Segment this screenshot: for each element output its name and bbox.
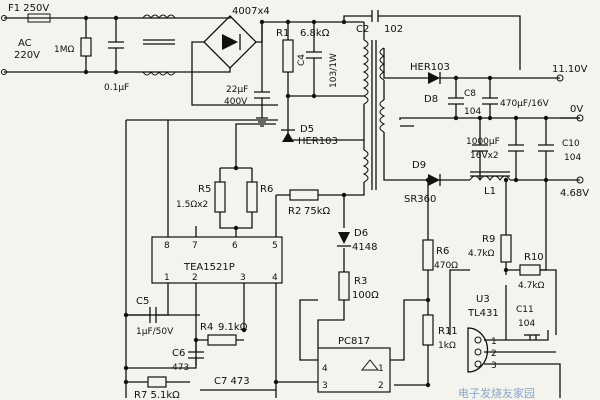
label-r3-val: 100Ω [352,290,379,301]
label-r1: R1 [276,28,289,39]
label-d5-type: HER103 [298,136,338,147]
label-r4: R4 [200,322,213,333]
wires [4,10,580,398]
terminal-ac-l [1,15,7,21]
label-r6: R6 [260,184,273,195]
ic-pin-8: 8 [164,241,170,251]
junction-dots [83,15,549,388]
label-ac-volt: 220V [14,50,40,61]
opto-pin-4: 4 [322,364,328,374]
label-tl431: TL431 [467,308,499,319]
ic-pin-1: 1 [164,273,170,283]
label-c-in: 0.1μF [104,83,129,93]
label-out-11v: 11.10V [552,64,588,75]
label-c10-val: 104 [564,153,581,163]
label-c11-val: 104 [518,319,535,329]
ic-pin-3: 3 [240,273,246,283]
label-r11-val: 1kΩ [438,341,456,351]
label-r10: R10 [524,252,544,263]
label-c8-val: 104 [464,107,481,117]
label-r3: R3 [354,276,367,287]
label-r9-val: 4.7kΩ [468,249,495,259]
label-c-470: 470μF/16V [500,99,550,109]
watermark: 电子发烧友家园 [458,386,535,400]
opto-pin-1: 1 [378,364,384,374]
label-c10: C10 [562,139,580,149]
label-d9: D9 [412,160,426,171]
ic-label: TEA1521P [183,262,235,273]
label-c4-val: 103/1W [329,53,339,88]
label-d9-type: SR360 [404,194,436,205]
label-r5-val: 1.5Ωx2 [176,200,208,210]
label-d8: D8 [424,94,438,105]
label-r9: R9 [482,234,495,245]
label-r6b: R6 [436,246,449,257]
label-c5-val: 1μF/50V [136,327,174,337]
ic-pin-6: 6 [232,241,238,251]
label-d5: D5 [300,124,314,135]
label-c2: C2 [356,24,369,35]
tl431-pin-1: 1 [491,337,497,347]
ic-pin-5: 5 [272,241,278,251]
component-labels: F1 250V AC 220V 1MΩ 0.1μF 4007x4 R1 6.8k… [8,3,589,400]
label-fuse: F1 250V [8,3,49,14]
label-l1: L1 [484,186,496,197]
label-r6b-val: 470Ω [434,261,458,271]
ic-pin-7: 7 [192,241,198,251]
output-terminals [1,15,584,184]
label-c11: C11 [516,305,534,315]
tl431-pin-2: 2 [491,349,497,359]
diode-symbols [222,34,489,373]
label-out-0v: 0V [570,104,583,115]
terminal-11v [556,74,564,82]
label-d6: D6 [354,228,368,239]
label-bridge: 4007x4 [232,6,270,17]
label-r2: R2 [288,206,301,217]
label-r2-val: 75kΩ [304,206,331,217]
label-out-468v: 4.68V [560,188,589,199]
label-c-1000-v: 16Vx2 [470,151,499,161]
terminal-ac-n [1,69,7,75]
ic-pin-4: 4 [272,273,278,283]
label-c8: C8 [464,89,476,99]
label-d6-type: 4148 [352,242,377,253]
ic-pin-2: 2 [192,273,198,283]
label-c6-val: 473 [172,363,189,373]
label-r5: R5 [198,184,211,195]
label-r4-val: 9.1kΩ [218,322,248,333]
opto-pin-3: 3 [322,381,328,391]
opto-pin-2: 2 [378,381,384,391]
label-r7: R7 5.1kΩ [134,390,180,400]
label-c-1000: 1000μF [466,137,500,147]
label-c5: C5 [136,296,149,307]
label-c7: C7 473 [214,376,250,387]
label-c-bulk-v: 400V [224,97,248,107]
terminal-468v [576,176,584,184]
label-c6: C6 [172,348,185,359]
tl431-pin-3: 3 [491,361,497,371]
label-u3: U3 [476,294,490,305]
label-c-bulk: 22μF [226,85,248,95]
label-r11: R11 [438,326,458,337]
terminal-0v [576,114,584,122]
label-r10-val: 4.7kΩ [518,281,545,291]
label-c4: C4 [297,54,307,66]
label-d8-type: HER103 [410,62,450,73]
label-r1-val: 6.8kΩ [300,28,330,39]
label-r-1m: 1MΩ [54,45,74,55]
label-ac: AC [18,38,32,49]
label-c2-val: 102 [384,24,403,35]
label-pc817: PC817 [338,336,370,347]
